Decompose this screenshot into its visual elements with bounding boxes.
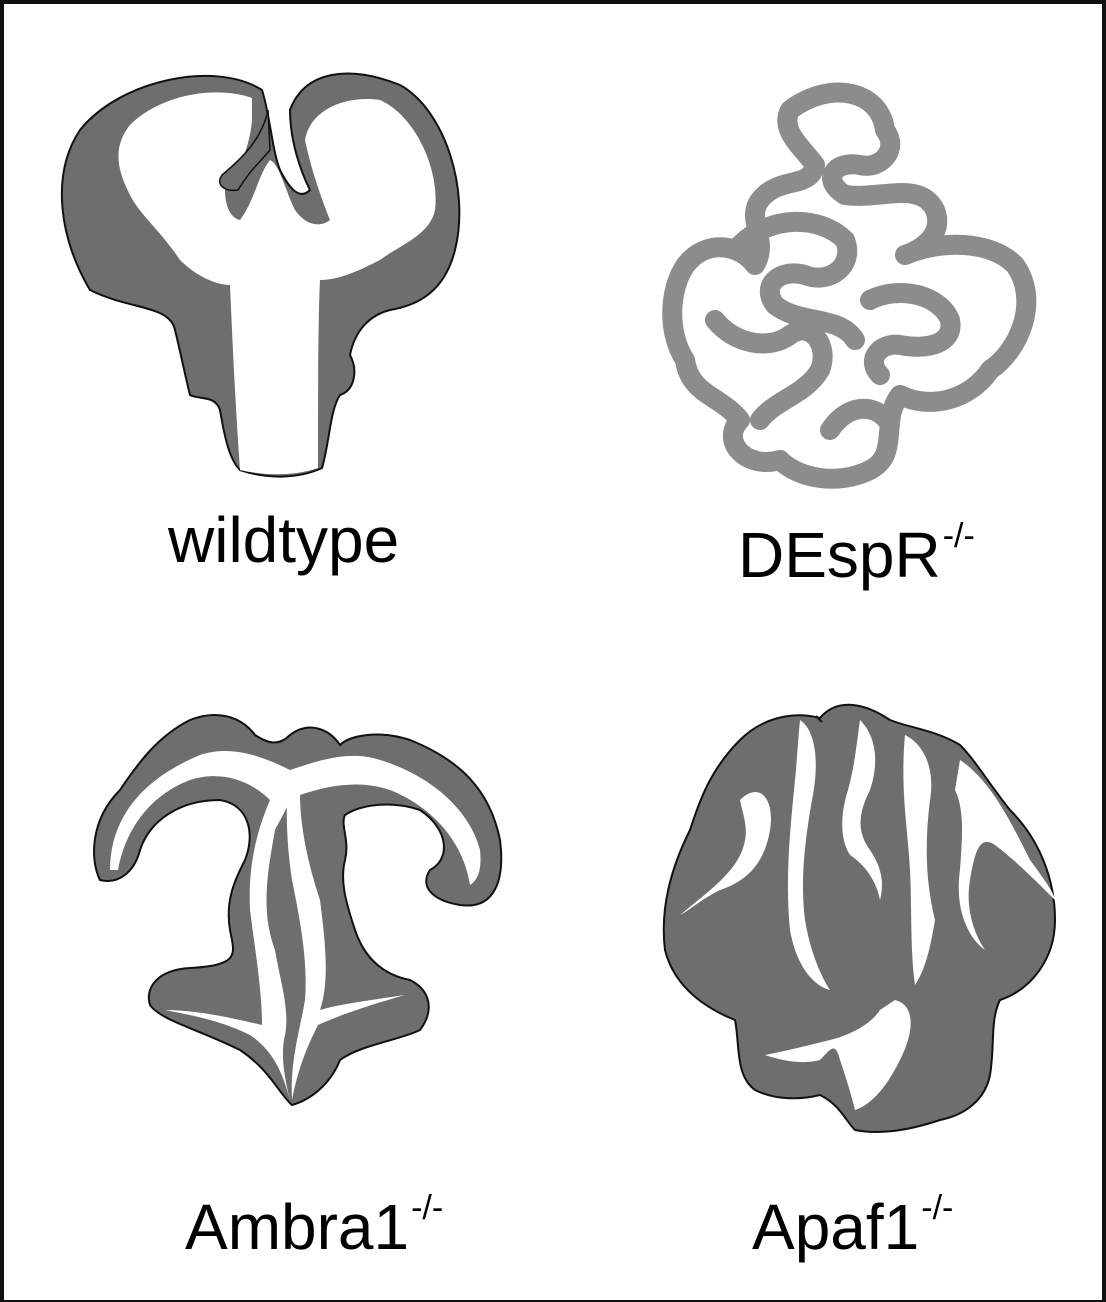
label-wildtype: wildtype: [168, 508, 401, 572]
label-ambra1: Ambra1-/-: [185, 1195, 443, 1259]
label-apaf1-superscript: -/-: [921, 1189, 953, 1227]
label-apaf1-text: Apaf1: [752, 1191, 919, 1263]
label-despr-superscript: -/-: [943, 517, 975, 555]
label-despr: DEspR-/-: [738, 523, 975, 587]
apaf1-brain-section: [664, 705, 1055, 1132]
label-despr-text: DEspR: [738, 519, 941, 591]
wildtype-brain-section: [62, 74, 459, 477]
label-wildtype-text: wildtype: [168, 504, 399, 576]
despr-inner-fold-4: [830, 409, 890, 430]
label-ambra1-text: Ambra1: [185, 1191, 409, 1263]
despr-inner-fold-2: [870, 293, 951, 375]
despr-brain-section: [672, 93, 1026, 479]
label-apaf1: Apaf1-/-: [752, 1195, 953, 1259]
ambra1-brain-section: [94, 715, 501, 1105]
label-ambra1-superscript: -/-: [411, 1189, 443, 1227]
